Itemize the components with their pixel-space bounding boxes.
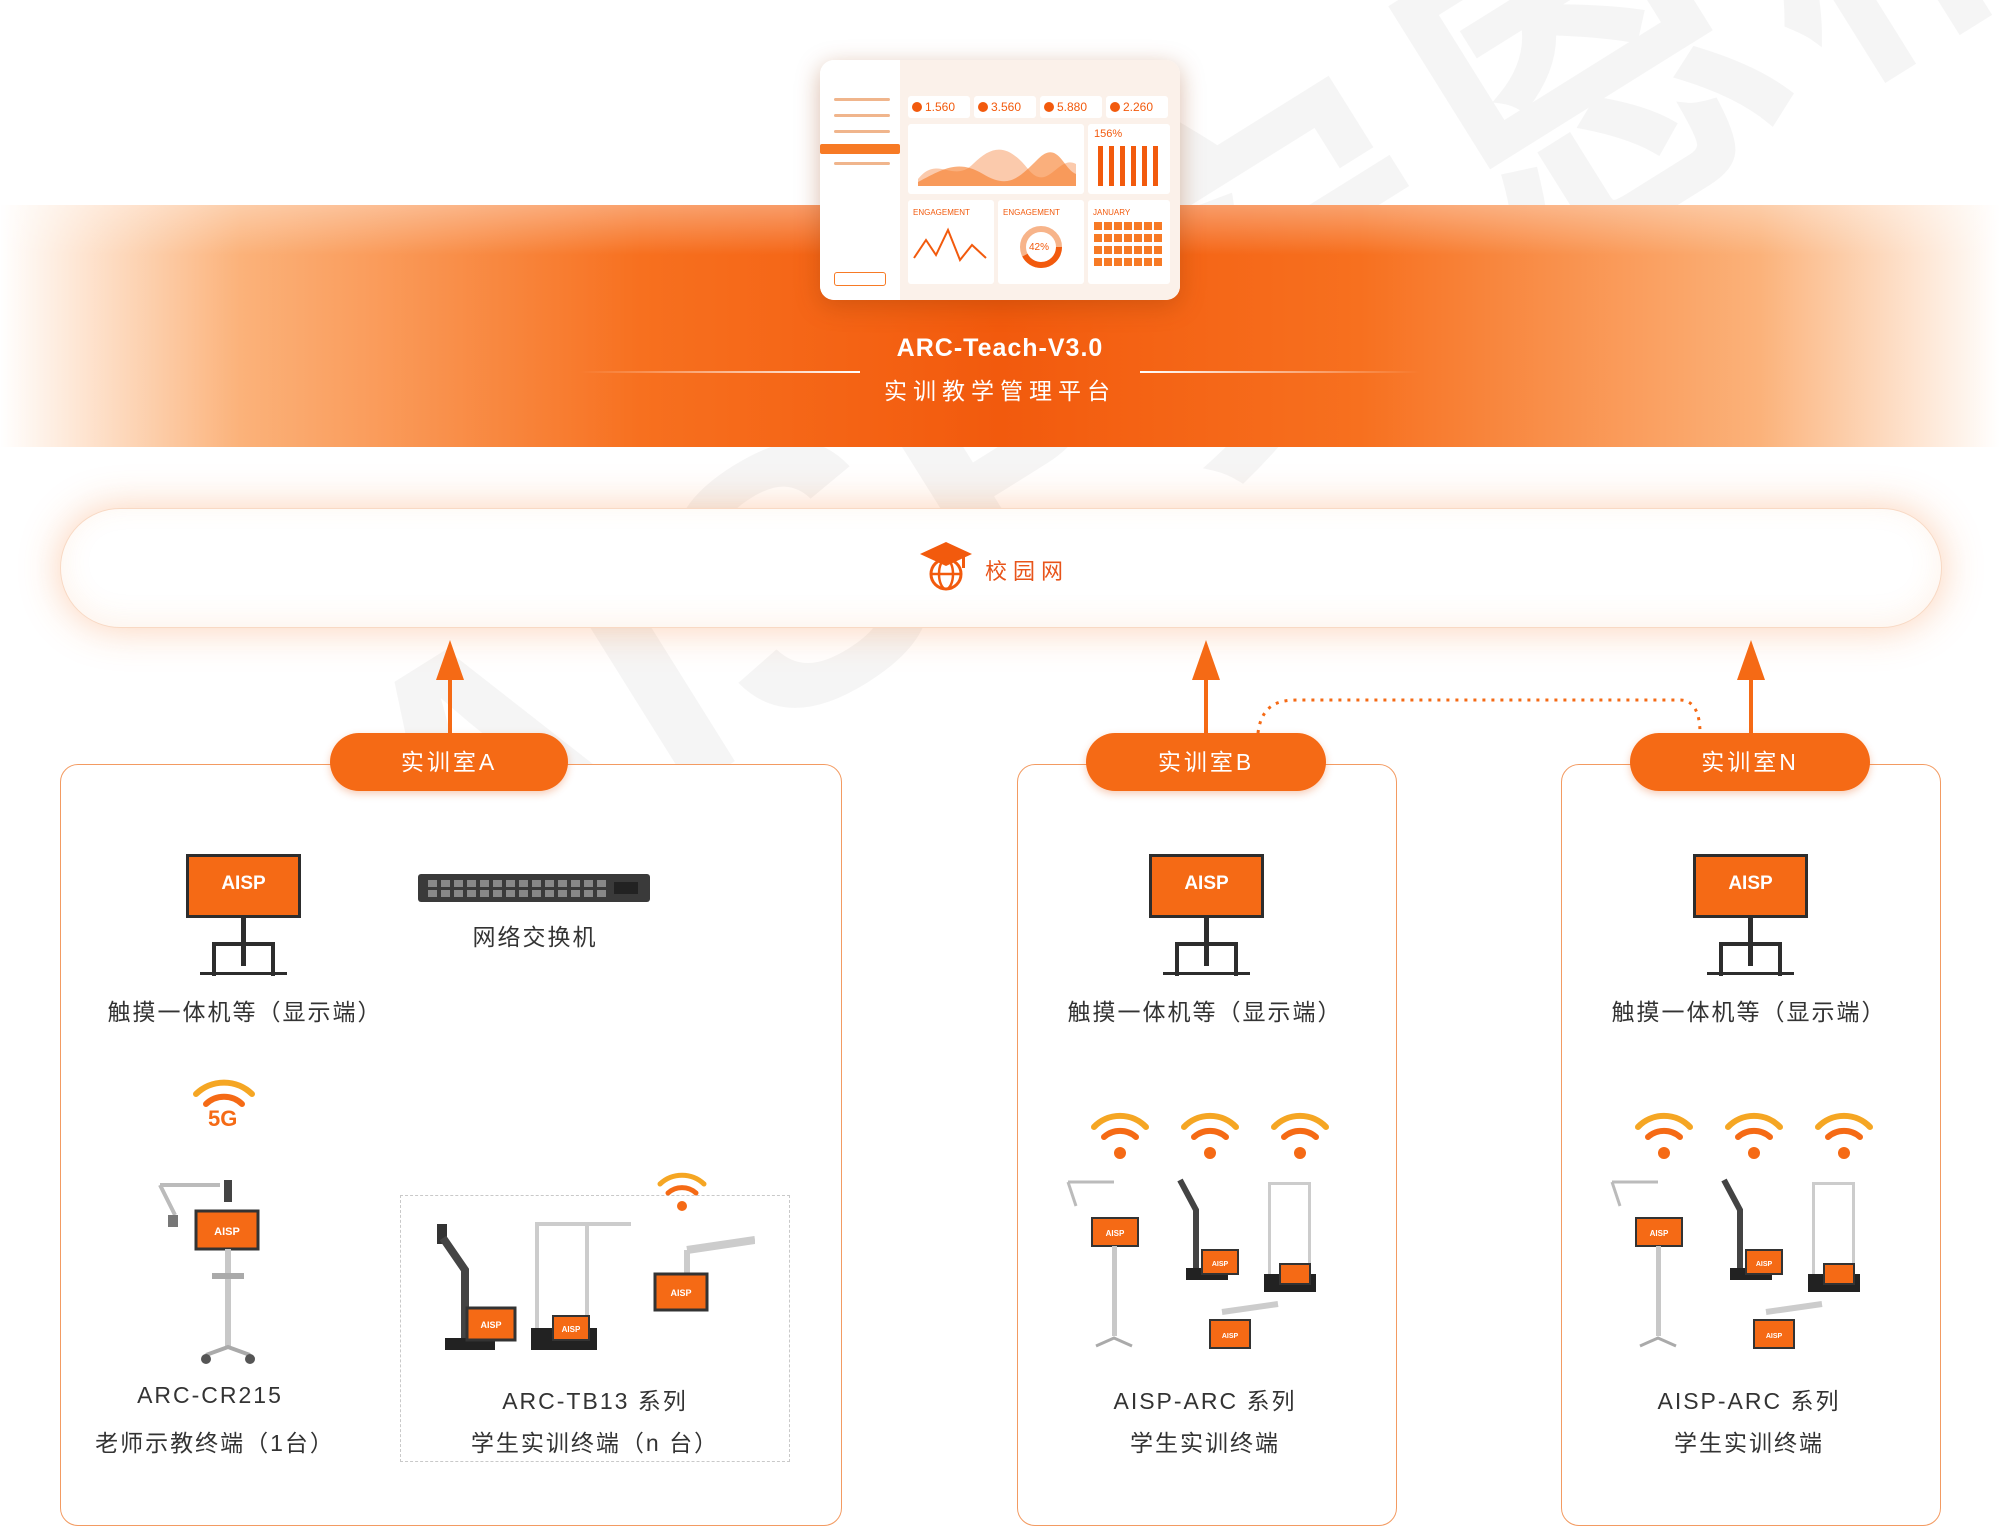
student-terminal-model: AISP-ARC 系列 [1113,1388,1297,1414]
student-terminal-model: AISP-ARC 系列 [1657,1388,1841,1414]
student-terminal-devices: AISP AISP AISP [1606,1170,1896,1355]
stat-card: 3.560 [974,96,1036,118]
teacher-terminal-model: ARC-CR215 [137,1382,283,1408]
network-switch-label: 网络交换机 [472,924,598,950]
title-divider-left [580,371,860,373]
display-terminal-n: AISP [1693,854,1808,979]
display-terminal-label: 触摸一体机等（显示端） [1611,999,1887,1025]
display-terminal-label: 触摸一体机等（显示端） [1067,999,1343,1025]
platform-title: ARC-Teach-V3.0 [896,334,1104,362]
stat-card: 2.260 [1106,96,1168,118]
room-b-title: 实训室B [1086,733,1326,791]
student-terminal-devices: AISP AISP AISP [425,1210,756,1360]
aisp-logo: AISP [1728,873,1773,894]
display-terminal-label: 触摸一体机等（显示端） [107,999,383,1025]
wifi-icons [1090,1105,1330,1163]
teacher-terminal-device: AISP [150,1175,270,1370]
dashboard-sidebar [820,60,901,300]
bar-chart-card: 156% [1088,124,1170,194]
dashboard-main: 1.560 3.560 5.880 2.260 156% ENGAGEMENT … [900,60,1180,300]
area-chart-card [908,124,1084,194]
calendar-card: JANUARY [1088,200,1170,284]
uplink-arrow-b [1192,640,1220,733]
svg-text:AISP: AISP [562,1325,581,1334]
svg-text:AISP: AISP [1212,1261,1229,1268]
svg-text:AISP: AISP [670,1288,691,1298]
5g-signal-label: 5G [208,1106,238,1131]
svg-text:AISP: AISP [1650,1229,1669,1238]
student-terminal-model: ARC-TB13 系列 [502,1388,688,1414]
svg-text:AISP: AISP [1766,1333,1783,1340]
room-a-title: 实训室A [330,733,568,791]
room-n-title: 实训室N [1630,733,1870,791]
engagement-card: ENGAGEMENT [908,200,994,284]
wifi-icon [656,1166,708,1214]
uplink-arrow-n [1737,640,1765,733]
svg-text:AISP: AISP [1106,1229,1125,1238]
title-divider-right [1140,371,1420,373]
stat-card: 1.560 [908,96,970,118]
room-link-dotted [1256,698,1702,734]
svg-text:AISP: AISP [1756,1261,1773,1268]
student-terminal-desc: 学生实训终端（n 台） [470,1430,720,1456]
area-chart [918,149,1076,186]
student-terminal-desc: 学生实训终端 [1130,1430,1280,1456]
network-switch [418,874,650,902]
platform-subtitle: 实训教学管理平台 [884,378,1116,404]
stat-card: 5.880 [1040,96,1102,118]
display-terminal-a: AISP [186,854,301,979]
svg-text:AISP: AISP [214,1226,240,1238]
student-terminal-desc: 学生实训终端 [1674,1430,1824,1456]
campus-network [60,508,1942,628]
student-terminal-devices: AISP AISP AISP [1062,1170,1352,1355]
donut-card: ENGAGEMENT 42% [998,200,1084,284]
platform-dashboard-preview: 1.560 3.560 5.880 2.260 156% ENGAGEMENT … [820,60,1180,300]
teacher-terminal-desc: 老师示教终端（1台） [95,1430,335,1456]
switch-ports [428,880,638,897]
campus-network-icon [918,538,974,594]
student-terminals-group [400,1195,790,1462]
5g-signal-icon [192,1072,256,1130]
uplink-arrow-a [436,640,464,733]
display-terminal-b: AISP [1149,854,1264,979]
svg-text:AISP: AISP [480,1320,501,1330]
aisp-logo: AISP [1184,873,1229,894]
aisp-logo: AISP [221,873,266,894]
svg-text:AISP: AISP [1222,1333,1239,1340]
campus-network-label: 校园网 [985,559,1070,584]
wifi-icons [1634,1105,1874,1163]
